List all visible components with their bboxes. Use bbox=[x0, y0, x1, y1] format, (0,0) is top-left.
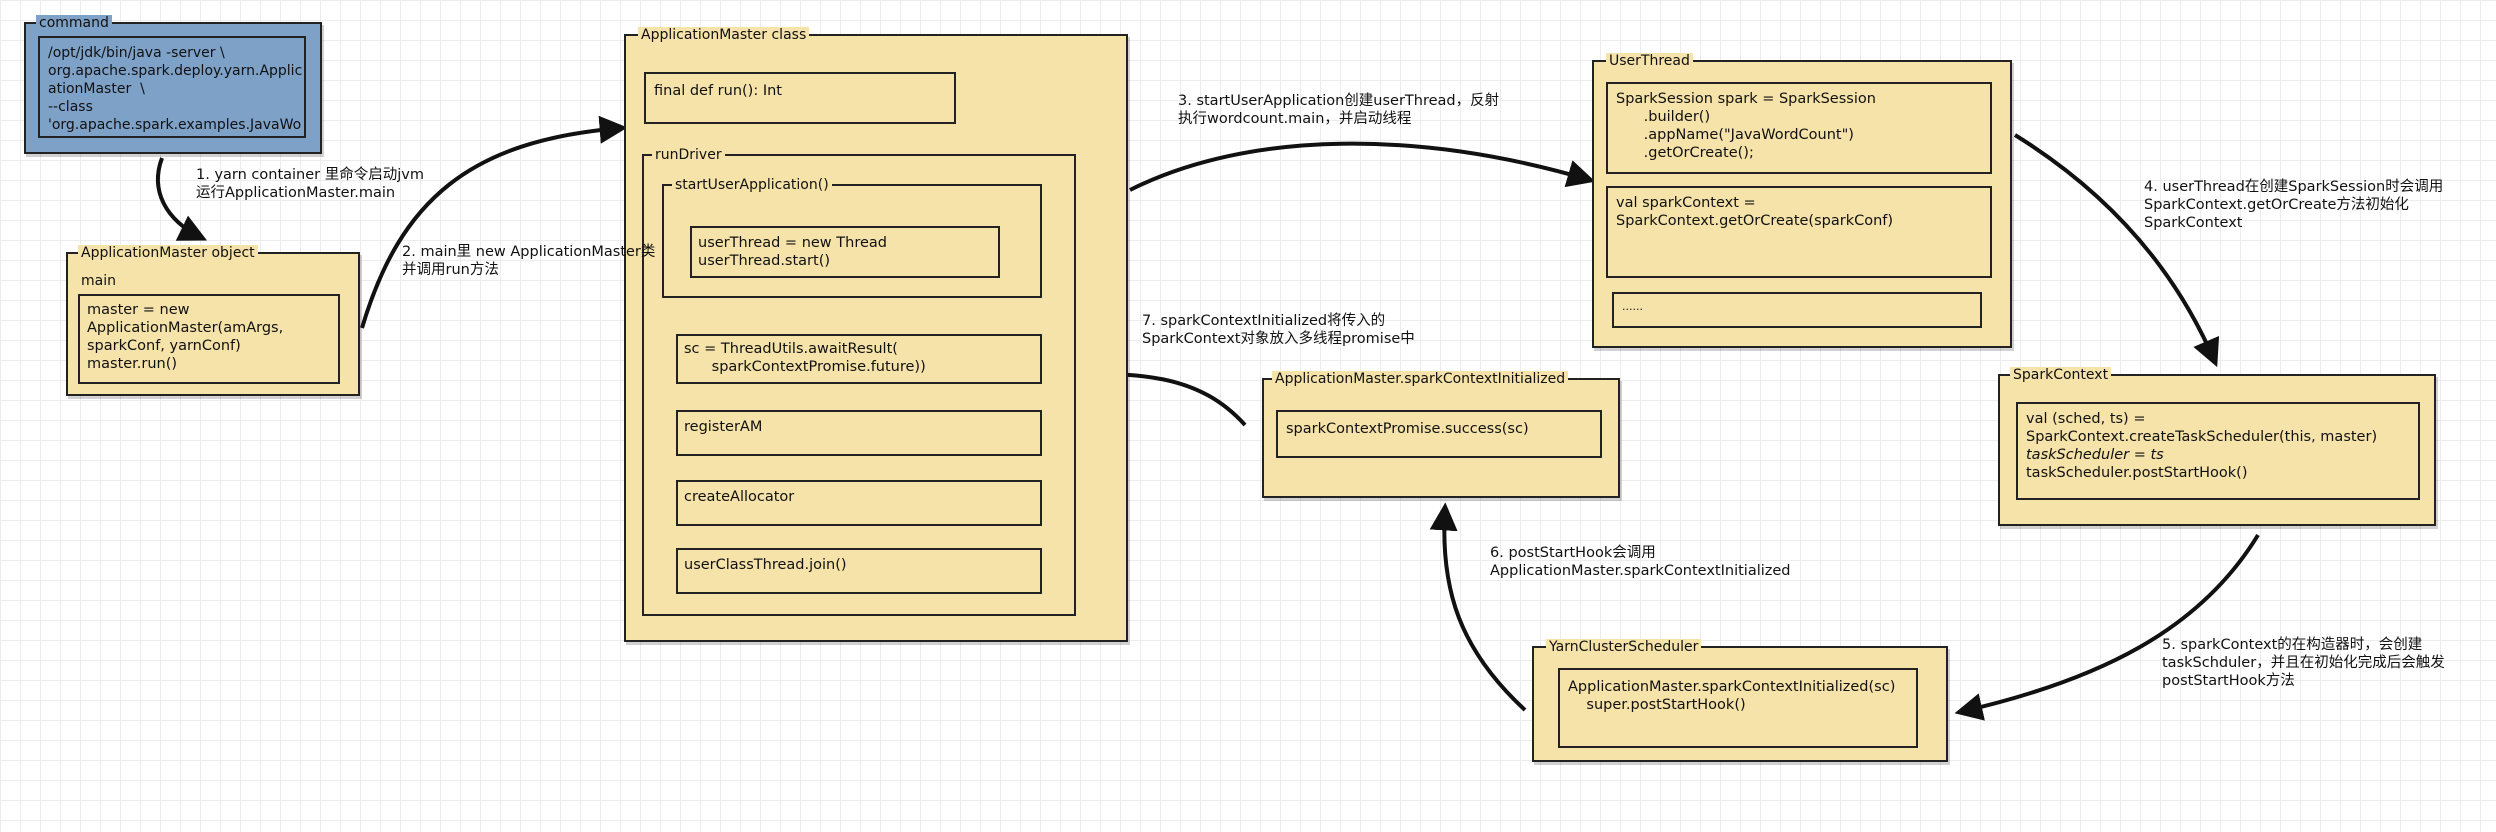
user-thread-code-box: userThread = new Thread userThread.start… bbox=[690, 226, 1000, 278]
am-object-main-label: main bbox=[81, 273, 116, 289]
am-class-box: ApplicationMaster class final def run():… bbox=[624, 27, 1128, 642]
command-title: command bbox=[36, 15, 112, 31]
yarn-cluster-scheduler-title: YarnClusterScheduler bbox=[1546, 639, 1702, 655]
am-object-box: ApplicationMaster object main master = n… bbox=[66, 245, 360, 396]
yarn-cluster-scheduler-code: ApplicationMaster.sparkContextInitialize… bbox=[1568, 679, 1896, 713]
note-5: 5. sparkContext的在构造器时，会创建 taskSchduler，并… bbox=[2162, 637, 2445, 689]
yarn-cluster-scheduler-box: YarnClusterScheduler ApplicationMaster.s… bbox=[1532, 639, 1948, 762]
spark-session-code: SparkSession spark = SparkSession .build… bbox=[1616, 91, 1876, 161]
note-1: 1. yarn container 里命令启动jvm 运行Application… bbox=[196, 167, 424, 201]
note-4: 4. userThread在创建SparkSession时会调用 SparkCo… bbox=[2144, 179, 2444, 231]
register-am: registerAM bbox=[684, 419, 763, 435]
register-am-box: registerAM bbox=[676, 410, 1042, 456]
command-inner: /opt/jdk/bin/java -server \ org.apache.s… bbox=[38, 36, 306, 138]
spark-context-getorcreate-box: val sparkContext = SparkContext.getOrCre… bbox=[1606, 186, 1992, 278]
am-object-title: ApplicationMaster object bbox=[78, 245, 258, 261]
run-signature: final def run(): Int bbox=[654, 83, 782, 99]
spark-context-line2: SparkContext.createTaskScheduler(this, m… bbox=[2026, 429, 2378, 445]
user-thread-box: UserThread SparkSession spark = SparkSes… bbox=[1592, 53, 2012, 348]
note-2: 2. main里 new ApplicationMaster类 并调用run方法 bbox=[402, 244, 656, 278]
user-thread-ellipsis: ...... bbox=[1622, 300, 1643, 313]
spark-context-inner: val (sched, ts) = SparkContext.createTas… bbox=[2016, 402, 2420, 500]
create-allocator: createAllocator bbox=[684, 489, 795, 505]
arrow-3 bbox=[1129, 141, 1596, 192]
run-driver-box: runDriver startUserApplication() userThr… bbox=[642, 147, 1076, 616]
note-6: 6. postStartHook会调用 ApplicationMaster.sp… bbox=[1490, 545, 1791, 579]
am-object-code: master = new ApplicationMaster(amArgs, s… bbox=[87, 302, 284, 372]
spark-context-box: SparkContext val (sched, ts) = SparkCont… bbox=[1998, 367, 2436, 526]
run-signature-box: final def run(): Int bbox=[644, 72, 956, 124]
command-text: /opt/jdk/bin/java -server \ org.apache.s… bbox=[48, 45, 303, 136]
create-allocator-box: createAllocator bbox=[676, 480, 1042, 526]
am-sc-initialized-inner: sparkContextPromise.success(sc) bbox=[1276, 410, 1602, 458]
command-box: command /opt/jdk/bin/java -server \ org.… bbox=[24, 15, 322, 154]
spark-context-getorcreate-code: val sparkContext = SparkContext.getOrCre… bbox=[1616, 195, 1894, 229]
spark-context-title: SparkContext bbox=[2010, 367, 2112, 383]
arrow-6 bbox=[1429, 502, 1527, 712]
note-7: 7. sparkContextInitialized将传入的 SparkCont… bbox=[1142, 313, 1415, 347]
start-user-app-box: startUserApplication() userThread = new … bbox=[662, 177, 1042, 298]
am-sc-initialized-title: ApplicationMaster.sparkContextInitialize… bbox=[1272, 371, 1569, 387]
user-thread-code: userThread = new Thread userThread.start… bbox=[698, 235, 887, 269]
note-3: 3. startUserApplication创建userThread，反射 执… bbox=[1178, 93, 1500, 127]
arrow-2 bbox=[360, 115, 628, 329]
start-user-app-title: startUserApplication() bbox=[672, 177, 832, 193]
am-sc-initialized-box: ApplicationMaster.sparkContextInitialize… bbox=[1262, 371, 1620, 498]
arrow-1 bbox=[156, 157, 208, 241]
yarn-cluster-scheduler-inner: ApplicationMaster.sparkContextInitialize… bbox=[1558, 668, 1918, 748]
am-sc-initialized-code: sparkContextPromise.success(sc) bbox=[1286, 421, 1529, 437]
am-class-title: ApplicationMaster class bbox=[638, 27, 810, 43]
spark-session-box: SparkSession spark = SparkSession .build… bbox=[1606, 82, 1992, 174]
user-class-thread-join: userClassThread.join() bbox=[684, 557, 847, 573]
user-thread-title: UserThread bbox=[1606, 53, 1693, 69]
arrow-5 bbox=[1954, 533, 2260, 721]
join-box: userClassThread.join() bbox=[676, 548, 1042, 594]
spark-context-line1: val (sched, ts) = bbox=[2026, 411, 2146, 427]
await-result-code: sc = ThreadUtils.awaitResult( sparkConte… bbox=[684, 341, 926, 375]
am-object-inner: master = new ApplicationMaster(amArgs, s… bbox=[78, 294, 340, 384]
user-thread-ellipsis-box: ...... bbox=[1612, 292, 1982, 328]
arrow-4 bbox=[2013, 133, 2220, 368]
await-result-box: sc = ThreadUtils.awaitResult( sparkConte… bbox=[676, 334, 1042, 384]
spark-context-line4: taskScheduler.postStartHook() bbox=[2026, 465, 2248, 481]
run-driver-title: runDriver bbox=[652, 147, 725, 163]
spark-context-line3: taskScheduler = ts bbox=[2026, 447, 2164, 463]
